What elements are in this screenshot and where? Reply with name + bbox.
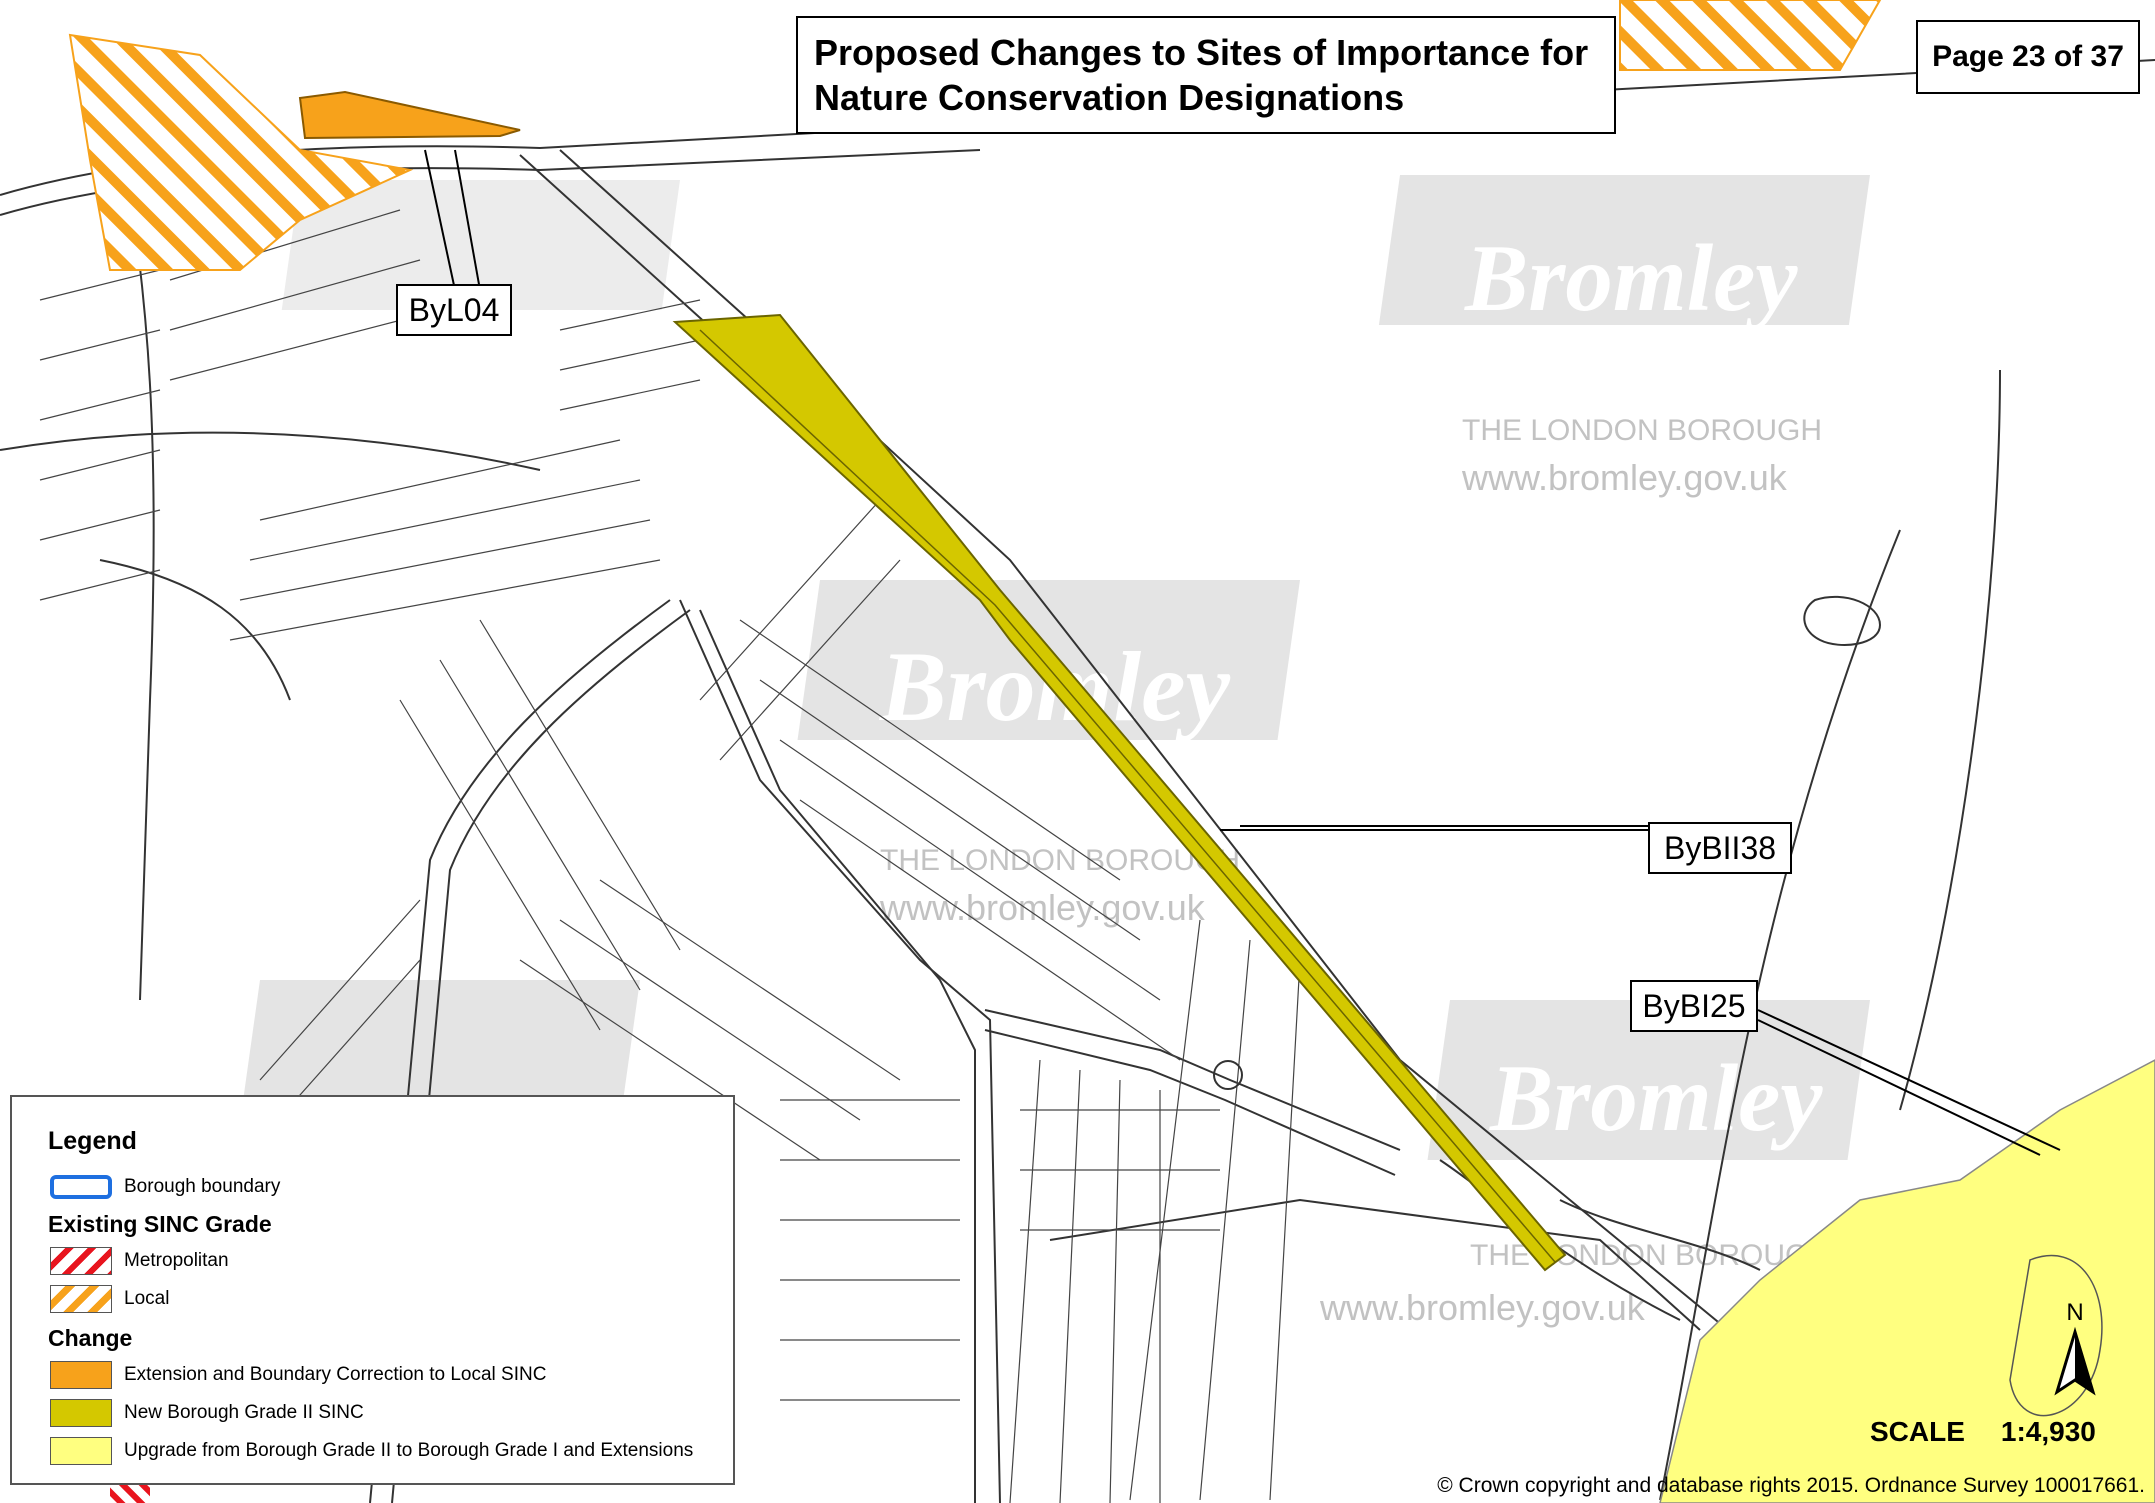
legend-label-borough-boundary: Borough boundary <box>124 1176 281 1197</box>
legend-label-extension: Extension and Boundary Correction to Loc… <box>124 1364 547 1385</box>
site-label-bybii38-text: ByBII38 <box>1663 830 1777 866</box>
map-legend: Legend Borough boundary Existing SINC Gr… <box>10 1095 735 1485</box>
legend-label-upgrade: Upgrade from Borough Grade II to Borough… <box>124 1440 694 1461</box>
leader-bybi25 <box>1757 1009 2061 1151</box>
pond-shape <box>1803 595 1882 646</box>
legend-row-metropolitan: Metropolitan <box>50 1245 229 1277</box>
new-grade-ii-swatch <box>50 1399 112 1427</box>
site-label-byl04-text: ByL04 <box>408 292 500 328</box>
local-sinc-hatched-area <box>68 33 414 271</box>
local-swatch <box>50 1285 112 1313</box>
extension-swatch <box>50 1361 112 1389</box>
legend-label-new-grade-ii: New Borough Grade II SINC <box>124 1402 364 1423</box>
watermark-brand-3: Bromley <box>1489 1045 1823 1151</box>
copyright-notice: © Crown copyright and database rights 20… <box>1437 1474 2145 1497</box>
legend-change-heading: Change <box>48 1325 133 1351</box>
map-title: Proposed Changes to Sites of Importance … <box>796 16 1616 134</box>
metropolitan-swatch <box>50 1247 112 1275</box>
map-scale: SCALE 1:4,930 <box>1870 1416 2120 1448</box>
scale-label: SCALE <box>1870 1416 1965 1447</box>
leader-byl04 <box>424 149 456 291</box>
watermark-url-3: www.bromley.gov.uk <box>1319 1287 1646 1328</box>
legend-label-metropolitan: Metropolitan <box>124 1250 229 1271</box>
legend-row-upgrade: Upgrade from Borough Grade II to Borough… <box>50 1435 693 1467</box>
legend-row-new-grade-ii: New Borough Grade II SINC <box>50 1397 364 1429</box>
legend-row-extension: Extension and Boundary Correction to Loc… <box>50 1359 546 1391</box>
legend-label-local: Local <box>124 1288 170 1309</box>
watermark-url-1: www.bromley.gov.uk <box>1461 457 1788 498</box>
watermark-brand-1: Bromley <box>1464 225 1798 331</box>
watermark-borough-2: THE LONDON BOROUGH <box>880 844 1240 877</box>
legend-title: Legend <box>48 1127 137 1155</box>
scale-value: 1:4,930 <box>2000 1416 2096 1447</box>
legend-existing-heading: Existing SINC Grade <box>48 1211 272 1237</box>
north-label: N <box>2066 1299 2083 1326</box>
site-label-bybi25-text: ByBI25 <box>1642 988 1746 1024</box>
legend-row-local: Local <box>50 1283 169 1315</box>
metropolitan-fragment <box>110 1480 150 1503</box>
page-number: Page 23 of 37 <box>1916 20 2140 94</box>
new-grade-ii-sinc-area <box>672 313 1567 1272</box>
borough-boundary-swatch <box>50 1175 112 1199</box>
site-label-byl04: ByL04 <box>396 284 512 336</box>
new-grade-ii-sinc-inner-line <box>699 329 1556 1263</box>
watermark-borough-1: THE LONDON BOROUGH <box>1462 414 1822 447</box>
label-leader-lines <box>424 149 2061 1156</box>
site-label-bybii38: ByBII38 <box>1648 822 1792 874</box>
upgrade-swatch <box>50 1437 112 1465</box>
roundabout <box>1213 1060 1243 1090</box>
upgrade-area-inner-outline <box>2009 1254 2103 1417</box>
north-arrow-icon: N <box>2054 1299 2096 1396</box>
legend-row-borough-boundary: Borough boundary <box>50 1171 280 1203</box>
parcel-lines <box>39 209 1301 1503</box>
upgrade-grade-i-area <box>1659 1059 2155 1503</box>
extension-area <box>298 90 521 140</box>
site-label-bybi25: ByBI25 <box>1630 980 1758 1032</box>
watermark-url-2: www.bromley.gov.uk <box>879 887 1206 928</box>
local-sinc-hatched-area-top <box>1619 0 1882 71</box>
